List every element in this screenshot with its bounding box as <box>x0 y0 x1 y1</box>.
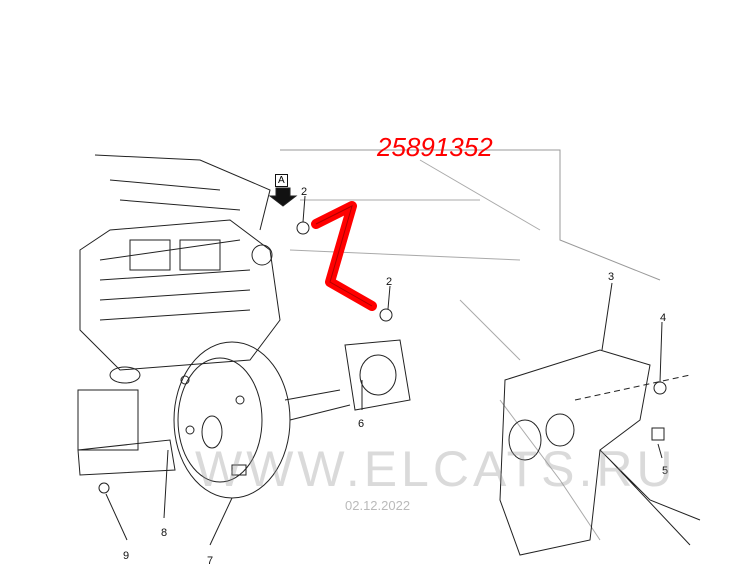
highlighted-hose <box>311 201 377 311</box>
callout-4: 4 <box>660 312 667 324</box>
watermark-date: 02.12.2022 <box>345 498 411 513</box>
callout-8: 8 <box>161 527 168 539</box>
part-number-label[interactable]: 25891352 <box>377 132 493 162</box>
callout-7: 7 <box>207 555 214 567</box>
callout-5: 5 <box>662 465 669 477</box>
callout-9: 9 <box>123 550 130 562</box>
callout-3: 3 <box>608 271 615 283</box>
callout-2a: 2 <box>301 186 308 198</box>
watermark-text: WWW.ELCATS.RU <box>195 441 677 497</box>
callout-6: 6 <box>358 418 365 430</box>
view-marker-label: A <box>275 174 288 187</box>
callout-2b: 2 <box>386 276 393 288</box>
